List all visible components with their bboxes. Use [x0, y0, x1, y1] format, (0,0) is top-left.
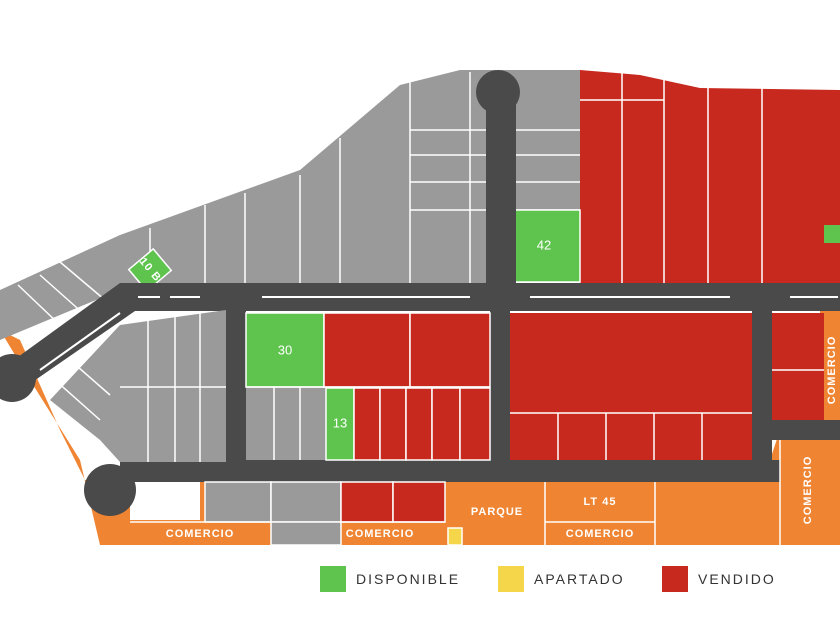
- upper-right-dividers: [580, 72, 763, 285]
- lot-red-c4[interactable]: [379, 387, 407, 461]
- lot-gray-b2[interactable]: [270, 481, 342, 523]
- lower-left-block: [50, 310, 226, 462]
- legend-apartado: APARTADO: [498, 566, 625, 592]
- lot-red-c1[interactable]: [323, 312, 411, 388]
- east-block: [510, 313, 752, 460]
- comercio-bottom-center-label: COMERCIO: [566, 528, 635, 540]
- legend-label: APARTADO: [534, 571, 625, 587]
- comercio-right-high-label: COMERCIO: [826, 336, 838, 405]
- lot-gray-b1[interactable]: [204, 481, 272, 523]
- lot-42[interactable]: [506, 209, 581, 283]
- lot-red-b2[interactable]: [392, 481, 446, 523]
- legend-label: VENDIDO: [698, 571, 776, 587]
- lot-red-c3[interactable]: [353, 387, 381, 461]
- lot-13-label: 13: [333, 415, 347, 430]
- lot-apartado[interactable]: [447, 527, 463, 546]
- lot-30[interactable]: [245, 312, 325, 388]
- lot-13[interactable]: [325, 387, 355, 461]
- legend-label: DISPONIBLE: [356, 571, 461, 587]
- east-dividers: [510, 412, 752, 460]
- lt45-label: LT 45: [584, 496, 617, 508]
- parque-label: PARQUE: [471, 506, 523, 518]
- upper-right-block: [580, 70, 840, 285]
- lot-10b[interactable]: 10 B: [127, 247, 173, 293]
- roads: [0, 70, 840, 516]
- vendido-swatch: [662, 566, 688, 592]
- comercio-bottom-left-label: COMERCIO: [166, 528, 235, 540]
- apartado-swatch: [498, 566, 524, 592]
- central-gray-dividers: [246, 386, 490, 460]
- lot-42-label: 42: [537, 237, 551, 252]
- lower-left-dividers: [54, 312, 226, 462]
- comercio-right-low-label: COMERCIO: [802, 456, 814, 525]
- legend-disponible: DISPONIBLE: [320, 566, 460, 592]
- lot-30-label: 30: [278, 342, 292, 357]
- far-east-block: [772, 313, 824, 420]
- lot-gray-b3[interactable]: [270, 521, 342, 546]
- lot-red-b1[interactable]: [340, 481, 394, 523]
- lot-red-c5[interactable]: [405, 387, 433, 461]
- legend-vendido: VENDIDO: [662, 566, 776, 592]
- road-markings: [39, 296, 838, 371]
- lot-edge-green: [824, 225, 840, 243]
- lot-red-c2[interactable]: [409, 312, 491, 388]
- comercio-bottom-mid-label: COMERCIO: [346, 528, 415, 540]
- disponible-swatch: [320, 566, 346, 592]
- lot-red-c7[interactable]: [459, 387, 491, 461]
- bottom-orange-dividers: [130, 440, 781, 545]
- comercio-left-diag-label: COMERCIO: [33, 407, 78, 472]
- lot-red-c6[interactable]: [431, 387, 461, 461]
